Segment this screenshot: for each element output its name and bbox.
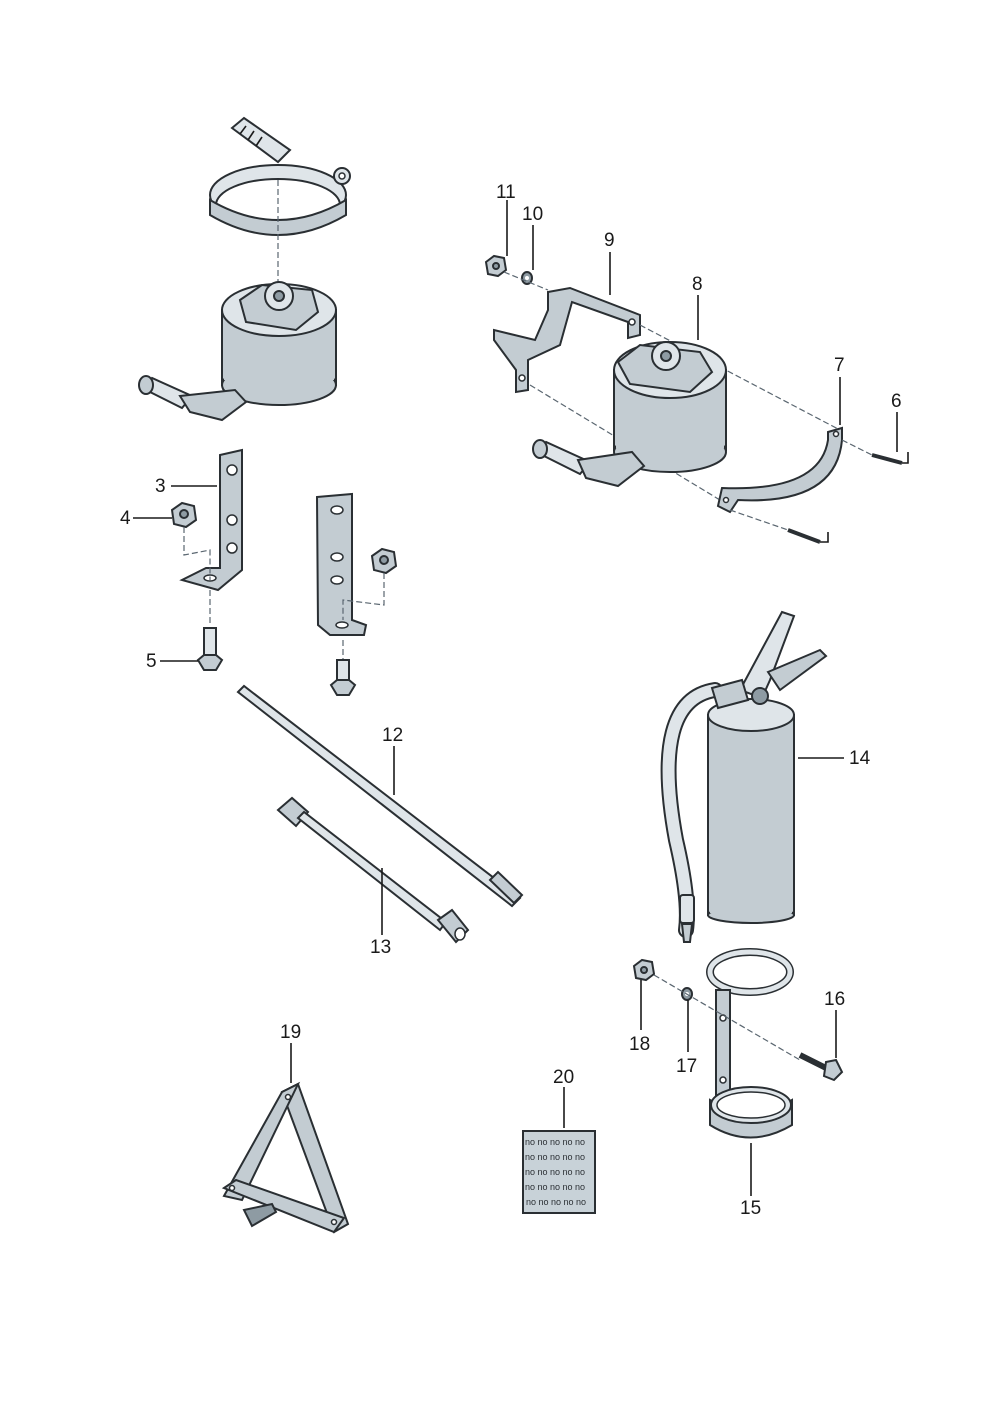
socket-wrench-icon bbox=[276, 796, 470, 944]
callout-15: 15 bbox=[740, 1198, 762, 1219]
hex-bolt-icon bbox=[329, 659, 357, 696]
compressor-canister-icon bbox=[613, 341, 727, 473]
leader-lines bbox=[133, 200, 898, 1196]
callout-18: 18 bbox=[629, 1034, 651, 1055]
svg-text:no no no no no: no no no no no bbox=[525, 1182, 585, 1192]
callout-19: 19 bbox=[280, 1022, 302, 1043]
angle-bracket-right bbox=[315, 492, 368, 636]
warning-triangle-icon bbox=[221, 1081, 350, 1234]
callout-6: 6 bbox=[891, 391, 902, 412]
callout-14: 14 bbox=[849, 748, 871, 769]
callout-7: 7 bbox=[834, 355, 845, 376]
hook-screw-icon bbox=[787, 528, 829, 544]
svg-text:no no no no no: no no no no no bbox=[525, 1152, 585, 1162]
callout-20: 20 bbox=[553, 1067, 575, 1088]
valve-stem-icon bbox=[230, 116, 292, 164]
callout-9: 9 bbox=[604, 230, 615, 251]
nut-icon bbox=[632, 958, 656, 982]
outlet-fitting-icon bbox=[138, 375, 248, 422]
callout-8: 8 bbox=[692, 274, 703, 295]
hook-screw-icon bbox=[871, 452, 909, 465]
callout-4: 4 bbox=[120, 508, 131, 529]
hex-bolt-icon bbox=[196, 627, 224, 671]
callout-16: 16 bbox=[824, 989, 846, 1010]
flange-nut-icon bbox=[370, 547, 398, 575]
nut-icon bbox=[484, 254, 508, 278]
compressor-canister-icon bbox=[221, 281, 337, 406]
fire-extinguisher-icon bbox=[660, 610, 828, 943]
compressor-assembly-left bbox=[138, 116, 351, 422]
svg-text:no no no no no: no no no no no bbox=[525, 1137, 585, 1147]
callout-3: 3 bbox=[155, 476, 166, 497]
extension-rod-icon bbox=[236, 684, 524, 908]
flange-nut-icon bbox=[170, 501, 198, 529]
strap-clamp-icon bbox=[209, 164, 351, 236]
svg-text:no no no no no: no no no no no bbox=[526, 1197, 586, 1207]
mounting-bracket-icon bbox=[493, 286, 641, 394]
callout-11: 11 bbox=[496, 182, 516, 203]
callout-17: 17 bbox=[676, 1056, 698, 1077]
callout-12: 12 bbox=[382, 725, 404, 746]
callout-5: 5 bbox=[146, 651, 157, 672]
compressor-assembly-right bbox=[484, 254, 909, 544]
svg-text:no no no no no: no no no no no bbox=[525, 1167, 585, 1177]
extinguisher-holder-icon bbox=[706, 948, 794, 1139]
callout-10: 10 bbox=[522, 204, 544, 225]
flange-bolt-icon bbox=[798, 1052, 844, 1082]
mounting-strap-icon bbox=[716, 426, 843, 514]
warning-decal-icon: no no no no no no no no no no no no no n… bbox=[522, 1130, 596, 1214]
outlet-fitting-icon bbox=[532, 439, 646, 488]
callout-13: 13 bbox=[370, 937, 392, 958]
